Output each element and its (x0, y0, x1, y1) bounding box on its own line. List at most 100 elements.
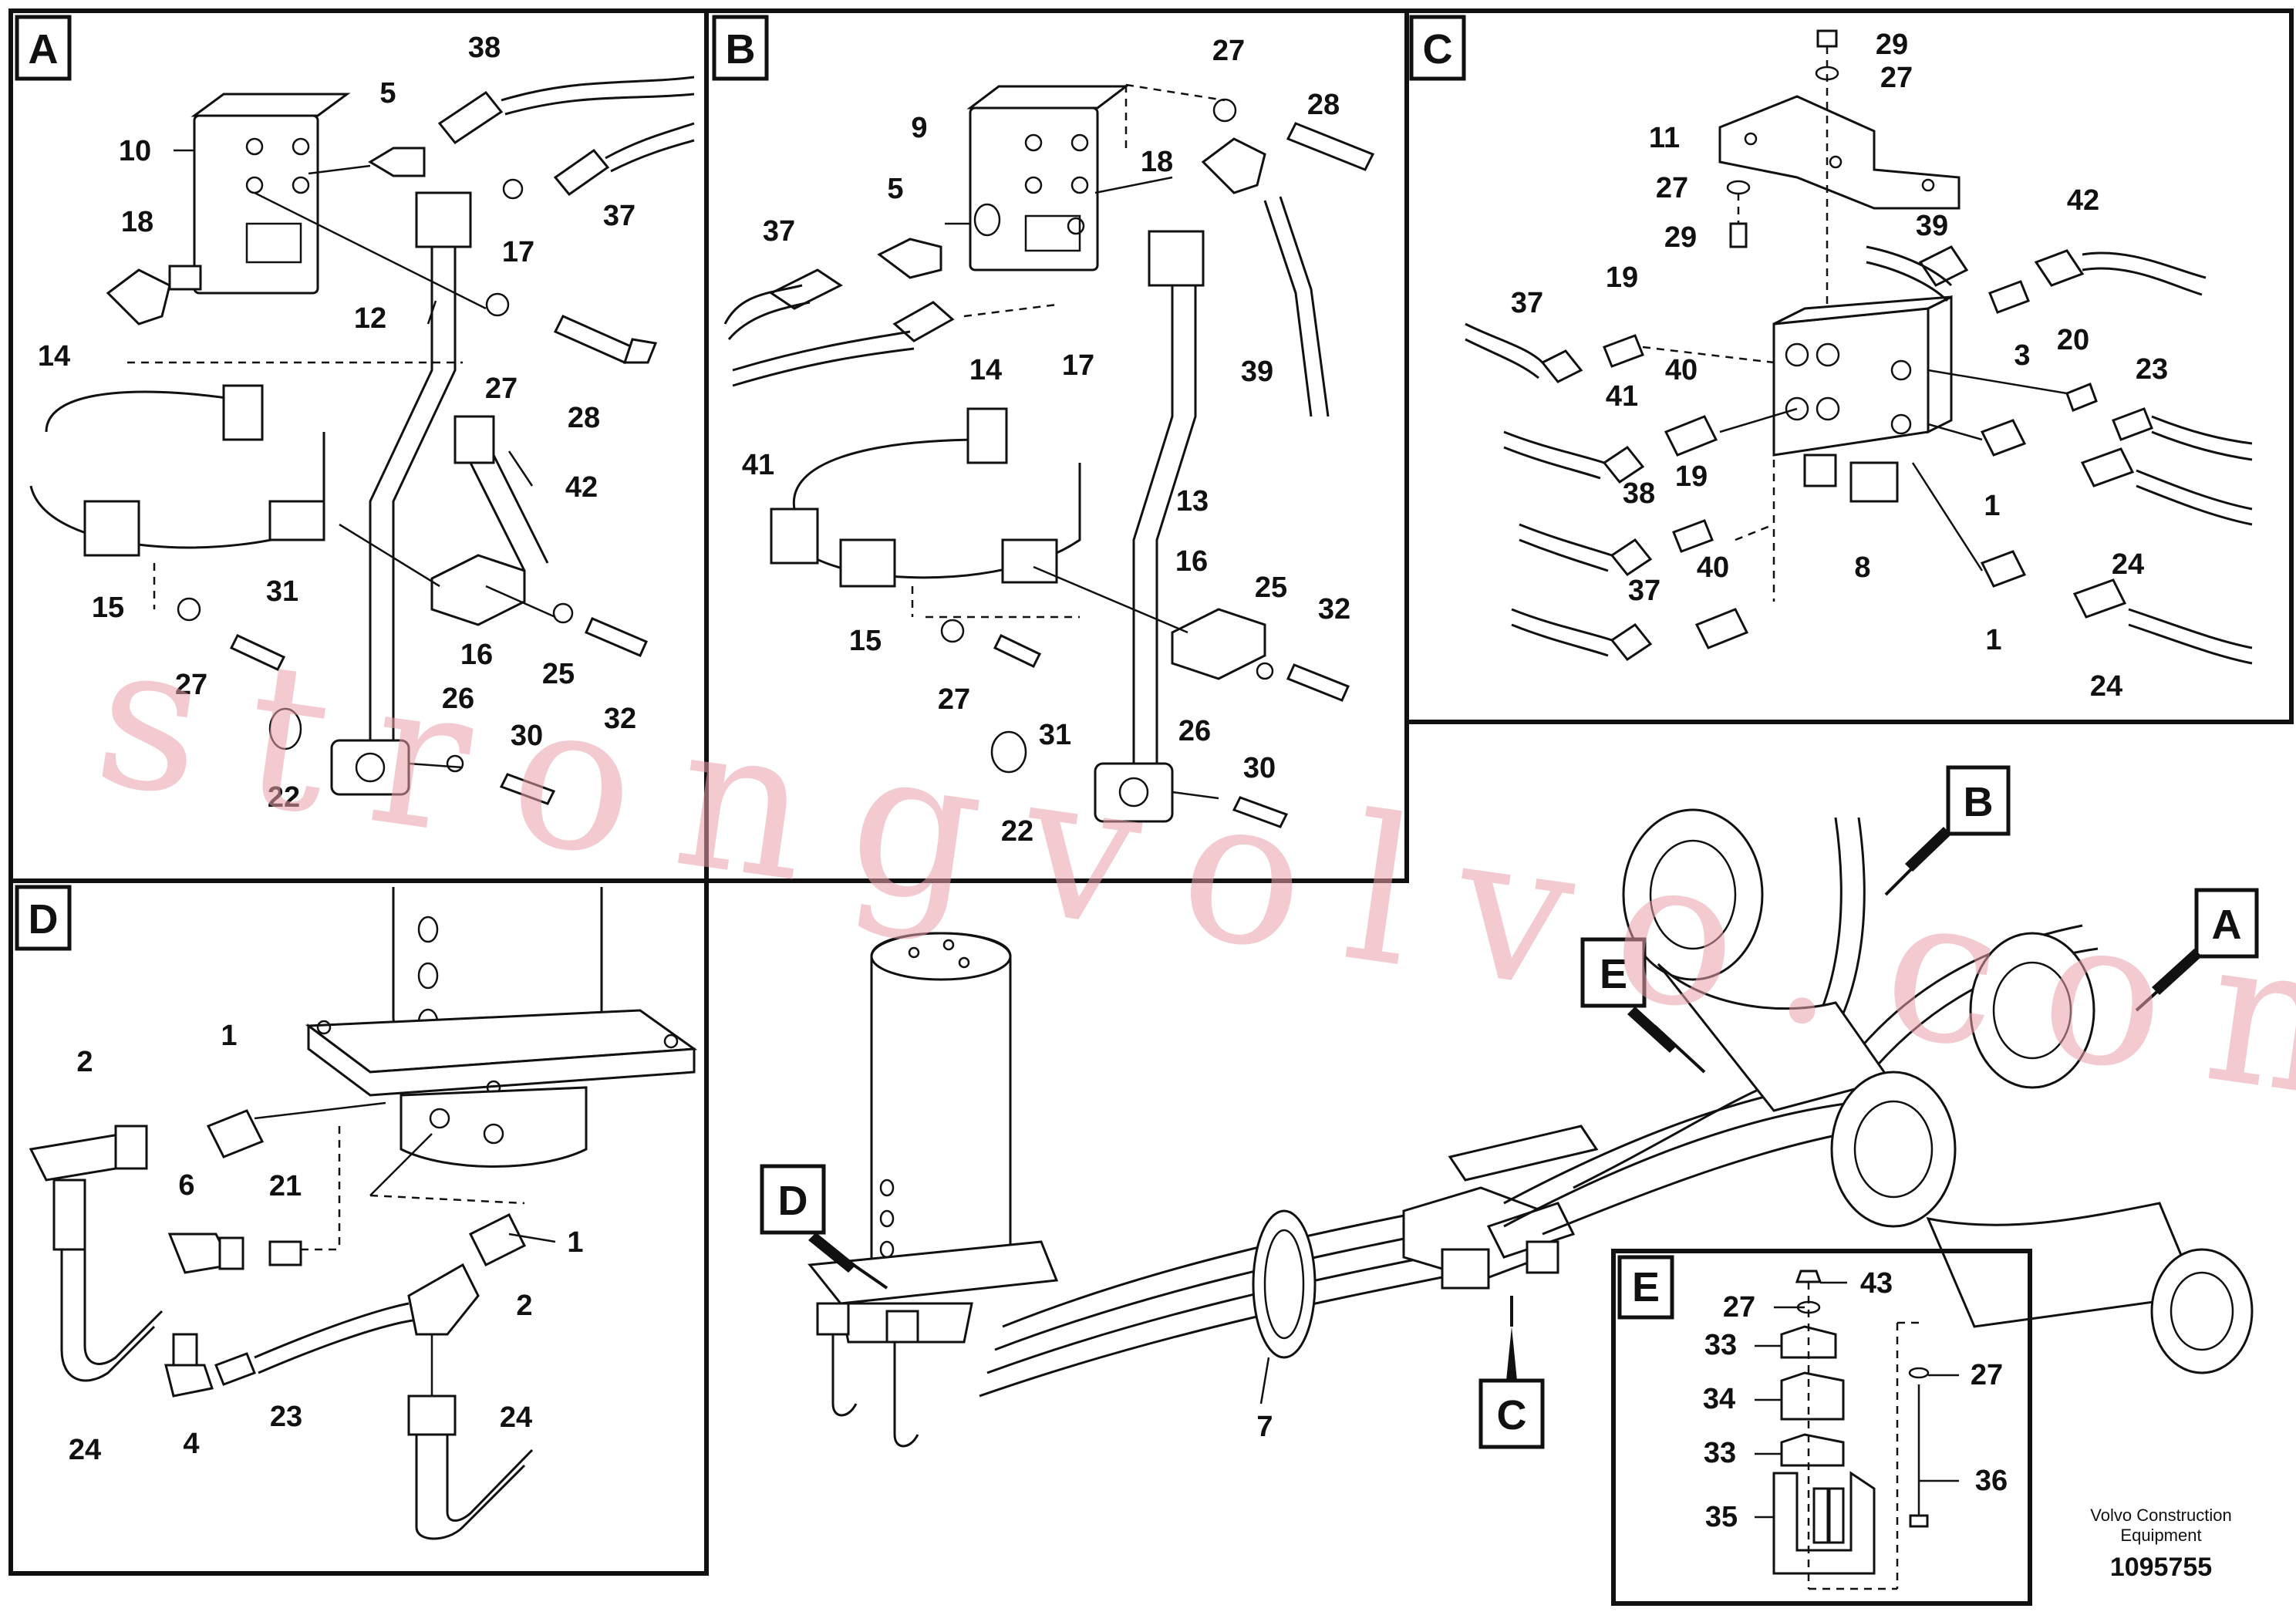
callout-27b: 27 (1656, 172, 1688, 204)
callout-10: 10 (119, 135, 151, 167)
callout-6: 6 (178, 1169, 194, 1202)
callout-15: 15 (849, 625, 882, 657)
panel-d: D (8, 878, 709, 1576)
callout-28: 28 (1307, 89, 1340, 121)
callout-2: 2 (76, 1046, 93, 1078)
callout-8: 8 (1854, 551, 1870, 584)
callout-16: 16 (460, 639, 493, 671)
callout-1b: 1 (567, 1226, 583, 1259)
panel-b-label: B (726, 26, 756, 73)
callout-27: 27 (485, 373, 518, 405)
callout-41: 41 (742, 449, 774, 481)
callout-27b: 27 (938, 683, 970, 716)
callout-9: 9 (911, 112, 927, 144)
callout-11: 11 (1649, 122, 1680, 154)
panel-b-callouts: 27 28 9 18 5 37 17 39 14 41 13 16 25 32 … (742, 35, 1350, 848)
callout-24b: 24 (500, 1401, 532, 1434)
callout-27b: 27 (1971, 1359, 2003, 1391)
callout-33b: 33 (1704, 1437, 1736, 1469)
callout-23: 23 (270, 1401, 302, 1433)
callout-42: 42 (565, 471, 598, 504)
callout-19b: 19 (1675, 460, 1708, 493)
callout-7: 7 (1256, 1411, 1273, 1443)
callout-24: 24 (2112, 548, 2144, 581)
panel-e-label: E (1632, 1264, 1660, 1310)
main-callouts: B A E D C 7 (778, 779, 2242, 1443)
callout-e: E (1600, 951, 1627, 997)
callout-35: 35 (1705, 1501, 1738, 1533)
callout-26: 26 (1178, 715, 1211, 747)
callout-c: C (1497, 1392, 1527, 1438)
callout-32: 32 (1318, 593, 1350, 626)
company-line2: Equipment (2120, 1526, 2201, 1545)
panel-c-label: C (1423, 26, 1453, 73)
callout-27: 27 (1880, 62, 1913, 94)
main-assembly (760, 765, 2259, 1449)
callout-25: 25 (1255, 572, 1287, 604)
callout-d: D (778, 1178, 808, 1224)
panel-b: B (704, 8, 1409, 883)
callout-24b: 24 (2090, 670, 2122, 703)
panel-a: A (8, 8, 709, 883)
callout-39: 39 (1916, 210, 1948, 242)
callout-31: 31 (1039, 719, 1071, 751)
callout-5: 5 (887, 173, 903, 205)
callout-18: 18 (1141, 146, 1173, 178)
callout-24: 24 (69, 1434, 101, 1466)
callout-41: 41 (1606, 380, 1638, 413)
callout-28: 28 (568, 402, 600, 434)
callout-13: 13 (1176, 485, 1209, 518)
callout-37: 37 (763, 215, 795, 248)
callout-19: 19 (1606, 261, 1638, 294)
callout-34: 34 (1703, 1383, 1735, 1415)
callout-4: 4 (183, 1428, 199, 1460)
callout-17: 17 (1062, 349, 1094, 382)
panel-e-callouts: 43 27 33 27 34 33 36 35 (1703, 1267, 2008, 1533)
callout-42: 42 (2067, 184, 2099, 217)
panel-c: C (1404, 8, 2294, 724)
callout-a: A (2212, 902, 2242, 948)
callout-21: 21 (269, 1170, 302, 1202)
panel-c-callouts: 29 27 11 27 29 42 39 37 19 3 20 23 40 41… (1511, 29, 2168, 703)
callout-29: 29 (1876, 29, 1908, 61)
callout-27: 27 (1723, 1291, 1755, 1324)
callout-30: 30 (511, 720, 543, 752)
callout-20: 20 (2057, 324, 2089, 356)
callout-22: 22 (268, 781, 300, 814)
callout-5: 5 (379, 77, 396, 110)
callout-15: 15 (92, 592, 124, 624)
callout-3: 3 (2014, 339, 2030, 372)
callout-36: 36 (1975, 1465, 2008, 1497)
callout-1: 1 (1984, 490, 2000, 522)
callout-14: 14 (38, 340, 70, 373)
callout-2b: 2 (516, 1290, 532, 1322)
callout-1b: 1 (1985, 624, 2001, 656)
callout-b: B (1964, 779, 1994, 825)
callout-16: 16 (1175, 545, 1208, 578)
callout-43: 43 (1860, 1267, 1893, 1300)
callout-23: 23 (2136, 353, 2168, 386)
callout-40b: 40 (1697, 551, 1729, 584)
panel-a-label: A (29, 26, 59, 73)
callout-22: 22 (1001, 815, 1033, 848)
panel-e: E (1611, 1249, 2032, 1606)
callout-37: 37 (603, 200, 636, 232)
callout-31: 31 (266, 575, 298, 608)
callout-30: 30 (1243, 752, 1276, 784)
callout-29b: 29 (1664, 221, 1697, 254)
callout-1: 1 (221, 1020, 237, 1052)
drawing-number: 1095755 (2110, 1553, 2212, 1582)
callout-12: 12 (354, 302, 386, 335)
callout-37b: 37 (1628, 575, 1660, 607)
callout-27b: 27 (175, 669, 207, 701)
callout-25: 25 (542, 658, 575, 690)
callout-33: 33 (1704, 1329, 1737, 1361)
callout-39: 39 (1241, 356, 1273, 388)
callout-27: 27 (1212, 35, 1245, 67)
callout-17: 17 (502, 236, 534, 268)
callout-38: 38 (468, 32, 501, 64)
callout-40: 40 (1665, 354, 1698, 386)
callout-32: 32 (604, 703, 636, 735)
callout-26: 26 (442, 683, 474, 715)
